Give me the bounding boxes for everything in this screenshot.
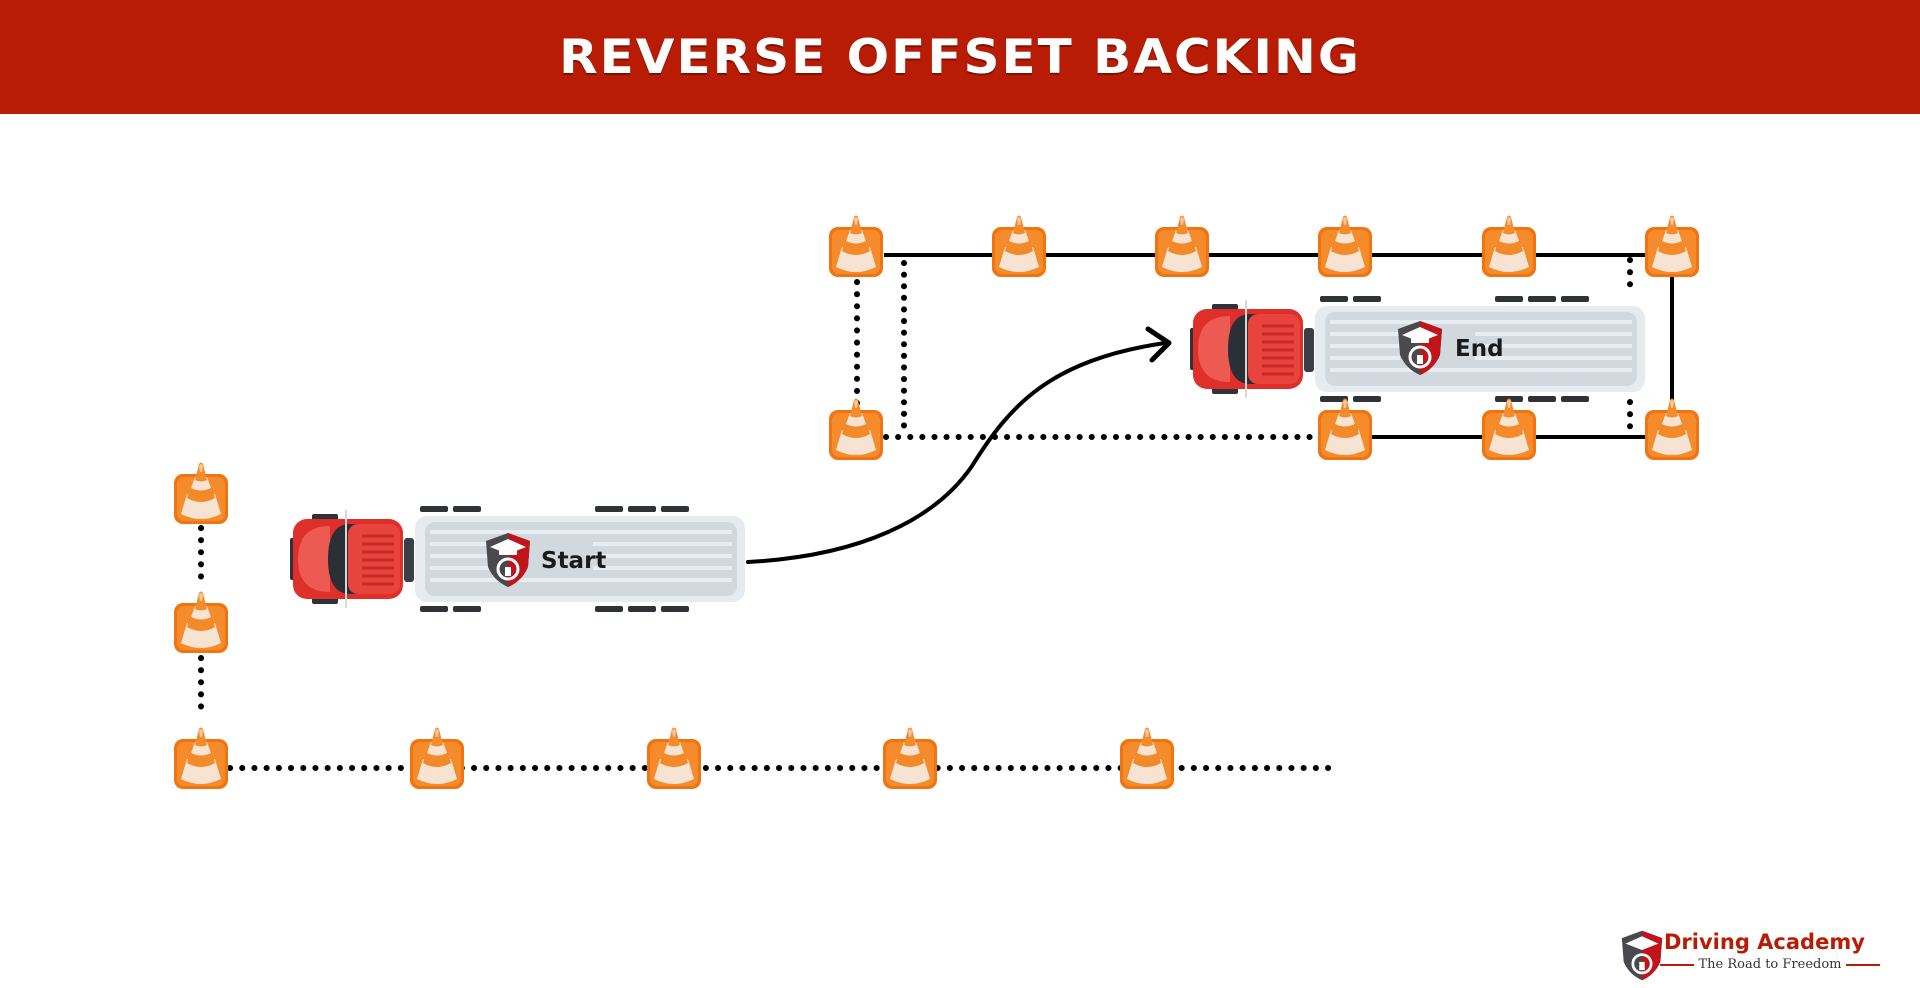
- start-truck-label: Start: [541, 548, 606, 574]
- cone-icon: [1645, 215, 1699, 277]
- backing-path: [746, 326, 1172, 564]
- start-truck: Start: [288, 504, 747, 614]
- cone-icon: [1482, 215, 1536, 277]
- driving-academy-logo: Driving Academy The Road to Freedom: [1620, 928, 1890, 983]
- page-title: REVERSE OFFSET BACKING: [559, 29, 1361, 85]
- cone-icon: [992, 215, 1046, 277]
- cone-icon: [883, 727, 937, 789]
- logo-tagline: The Road to Freedom: [1698, 957, 1842, 972]
- end-truck-label: End: [1455, 336, 1504, 362]
- cone-icon: [174, 462, 228, 524]
- end-truck: End: [1188, 294, 1647, 404]
- backing-path-curve: [746, 341, 1167, 564]
- tagline-rule-right: [1846, 963, 1880, 966]
- cone-icon: [1155, 215, 1209, 277]
- header-banner: REVERSE OFFSET BACKING: [0, 0, 1920, 114]
- cone-icon: [1645, 398, 1699, 460]
- cone-icon: [410, 727, 464, 789]
- logo-shield-icon: [1621, 930, 1663, 981]
- cone-icon: [1318, 215, 1372, 277]
- cone-icon: [1482, 398, 1536, 460]
- cone-icon: [174, 591, 228, 653]
- logo-name: Driving Academy: [1664, 930, 1865, 954]
- cone-icon: [1120, 727, 1174, 789]
- logo-tagline-row: The Road to Freedom: [1660, 957, 1880, 972]
- cone-icon: [1318, 398, 1372, 460]
- cone-icon: [174, 727, 228, 789]
- cone-icon: [829, 215, 883, 277]
- arrow-right-icon: [1145, 326, 1172, 363]
- cone-icon: [647, 727, 701, 789]
- tagline-rule-left: [1660, 963, 1694, 966]
- cone-icon: [829, 398, 883, 460]
